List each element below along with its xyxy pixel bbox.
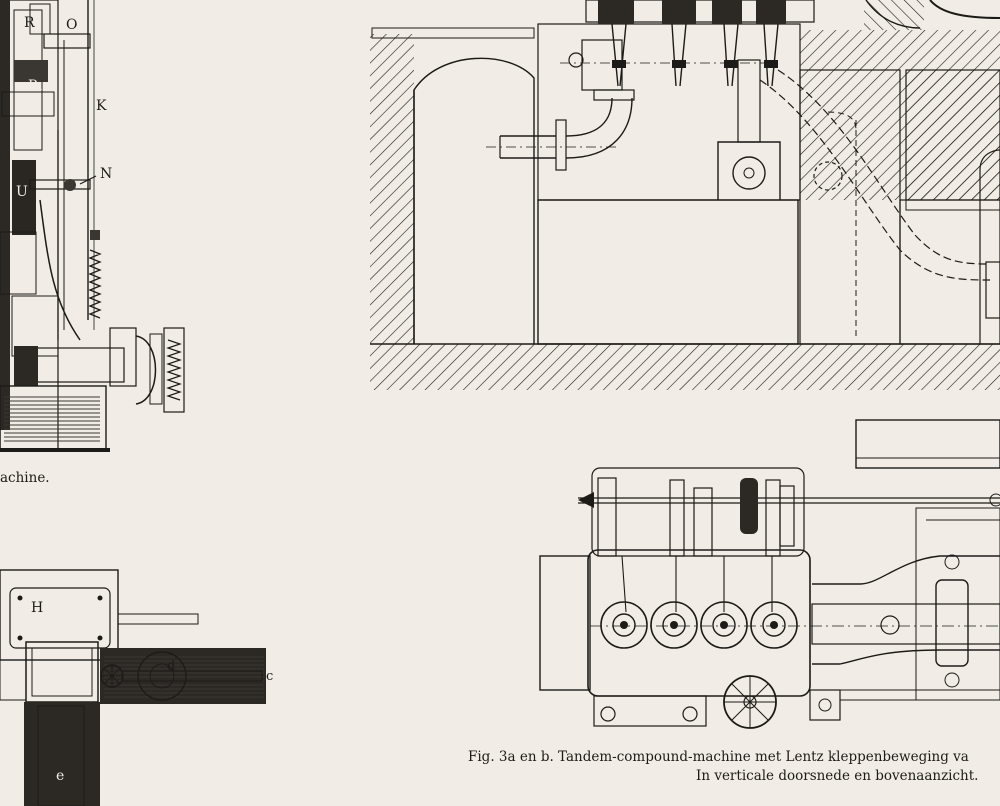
valve-discs bbox=[600, 601, 798, 649]
label-p1: P₁ bbox=[28, 78, 43, 94]
top-view-figure bbox=[539, 419, 1000, 729]
figure-caption-line-2: In verticale doorsnede en bovenaanzicht. bbox=[696, 768, 979, 784]
label-c: c bbox=[266, 669, 273, 684]
figure-caption-line-1: Fig. 3a en b. Tandem-compound-machine me… bbox=[468, 749, 969, 765]
label-h: H bbox=[31, 600, 43, 616]
left-figure-caption: achine. bbox=[0, 470, 50, 486]
label-k: K bbox=[96, 98, 107, 114]
label-r: R bbox=[24, 15, 35, 31]
label-n: N bbox=[100, 166, 112, 182]
top-valve-gear bbox=[585, 0, 815, 87]
valve-columns bbox=[597, 477, 795, 613]
label-d: d bbox=[167, 659, 175, 674]
label-u: U bbox=[16, 184, 28, 200]
vertical-section-figure bbox=[370, 0, 1000, 390]
vertical-engine-figure: R O P₁ K N U bbox=[0, 0, 185, 452]
label-o: O bbox=[66, 17, 77, 33]
plan-view-fragment: H d c e bbox=[0, 569, 273, 806]
label-e: e bbox=[56, 768, 64, 784]
